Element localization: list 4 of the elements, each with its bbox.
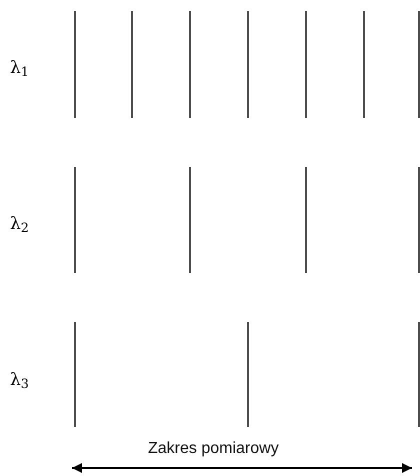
wavelength-label: λ$_{1}$ <box>10 60 29 77</box>
wavelength-label: λ$_{2}$ <box>10 216 29 233</box>
wavelength-label: λ$_{3}$ <box>10 372 29 389</box>
range-label: Zakres pomiarowy <box>148 441 279 457</box>
